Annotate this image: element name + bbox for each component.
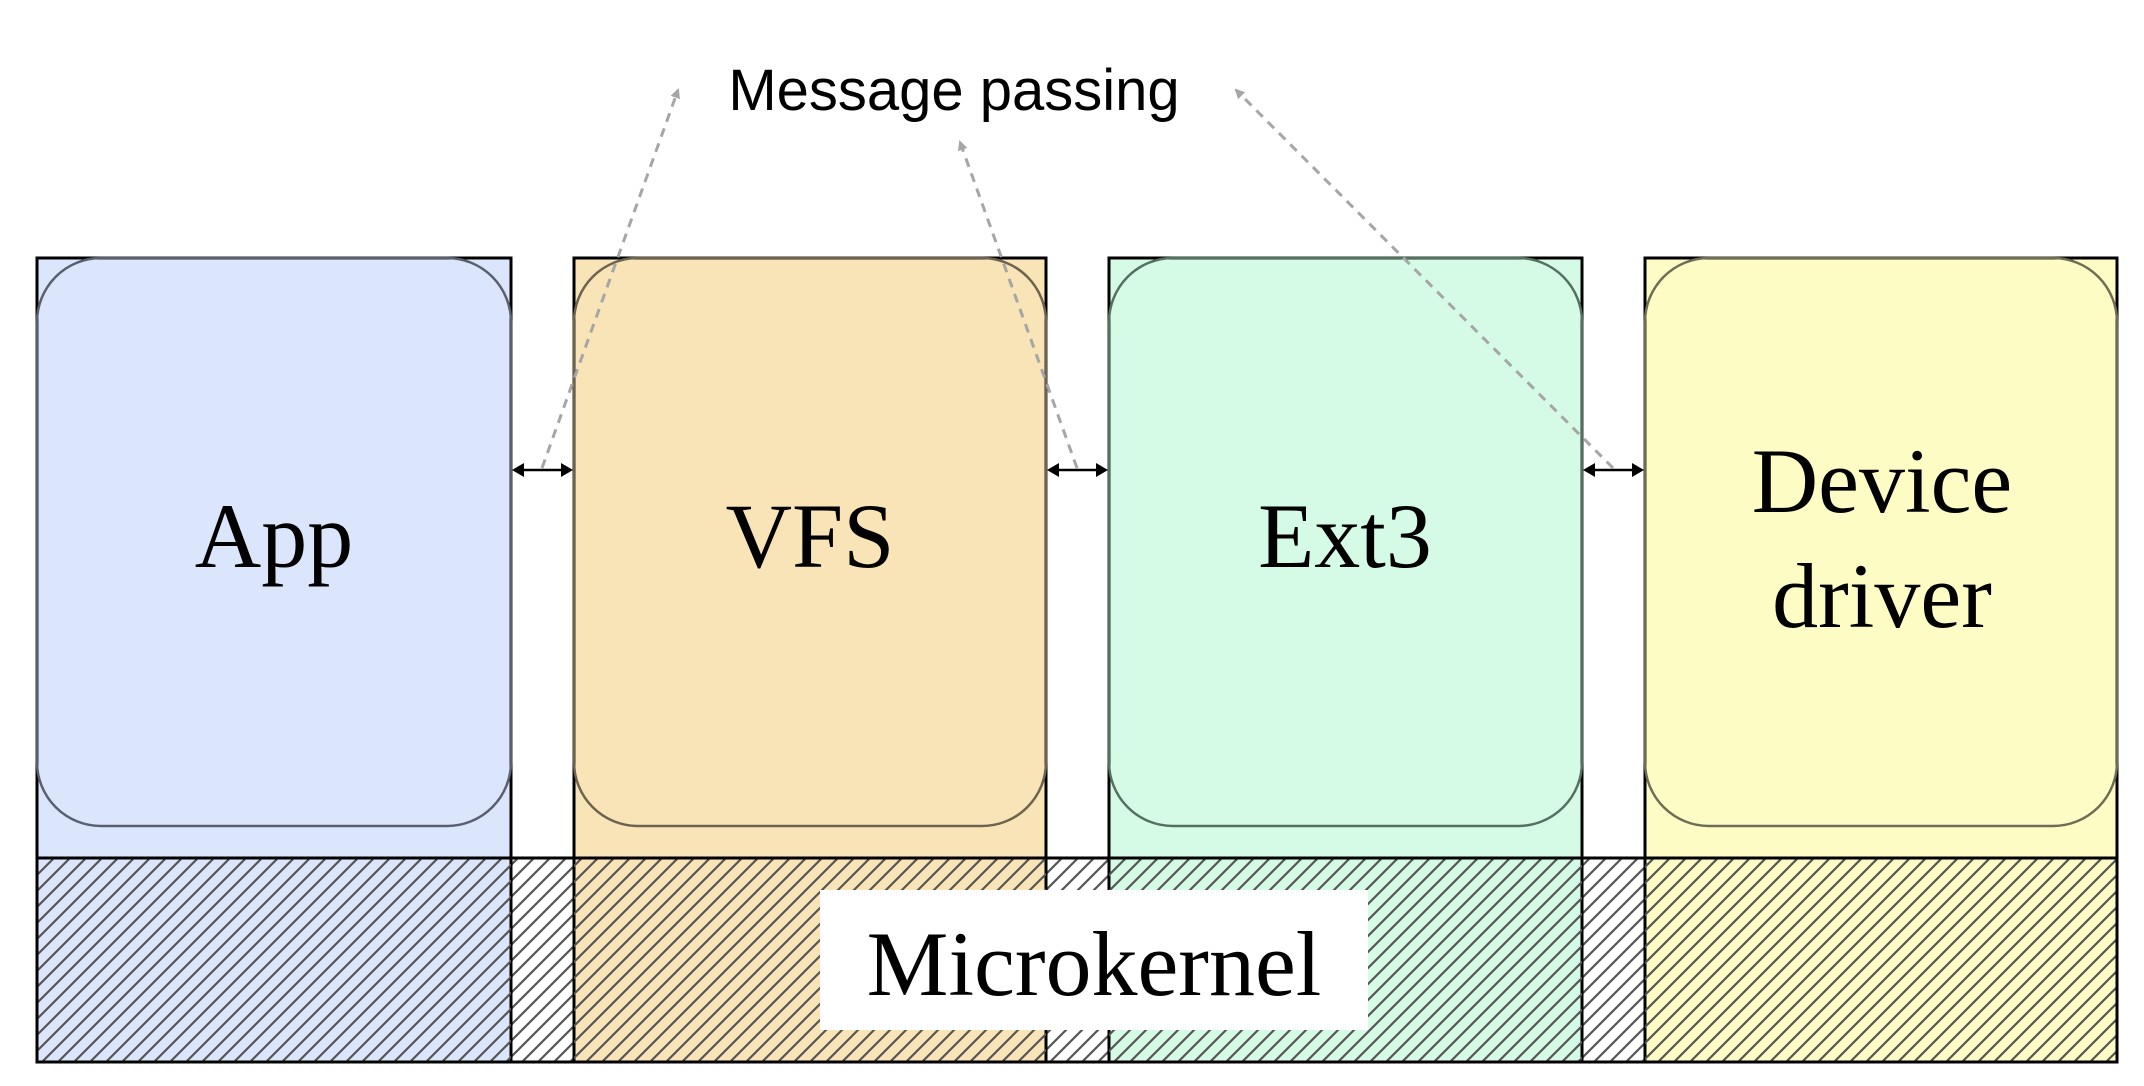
component-ext3-label: Ext3 [1258,485,1432,587]
component-app-box [35,256,513,828]
kernel-gap-hatch-3 [1582,858,1645,1062]
component-ext3-box [1107,256,1584,828]
microkernel-label: Microkernel [867,913,1322,1015]
component-app-label: App [195,485,353,587]
component-device-driver-hatch [1645,858,2117,1062]
caption-pointer-3 [1234,88,1615,470]
kernel-gap-hatch-1 [511,858,574,1062]
component-app: App [35,256,513,1064]
component-app-hatch [37,858,511,1062]
component-vfs-box [572,256,1048,828]
message-passing-caption: Message passing [728,58,1179,123]
component-device-driver-box [1643,256,2119,828]
component-device-driver-label-line-1: Device [1752,430,2013,532]
message-arrow-ext3-driver [1583,463,1644,477]
microkernel-label-background [820,890,1368,1030]
message-arrow-app-vfs [512,463,573,477]
component-device-driver-label-line-2: driver [1772,545,1992,647]
caption-pointer-2 [957,140,1079,469]
message-arrow-vfs-ext3 [1047,463,1108,477]
message-arrows [512,463,1644,477]
caption-pointer-1 [540,88,680,469]
component-vfs-label: VFS [726,485,895,587]
microkernel-strip-border [35,856,2119,1064]
component-device-driver: Device driver [1643,256,2119,1064]
caption-pointers [540,88,1615,470]
